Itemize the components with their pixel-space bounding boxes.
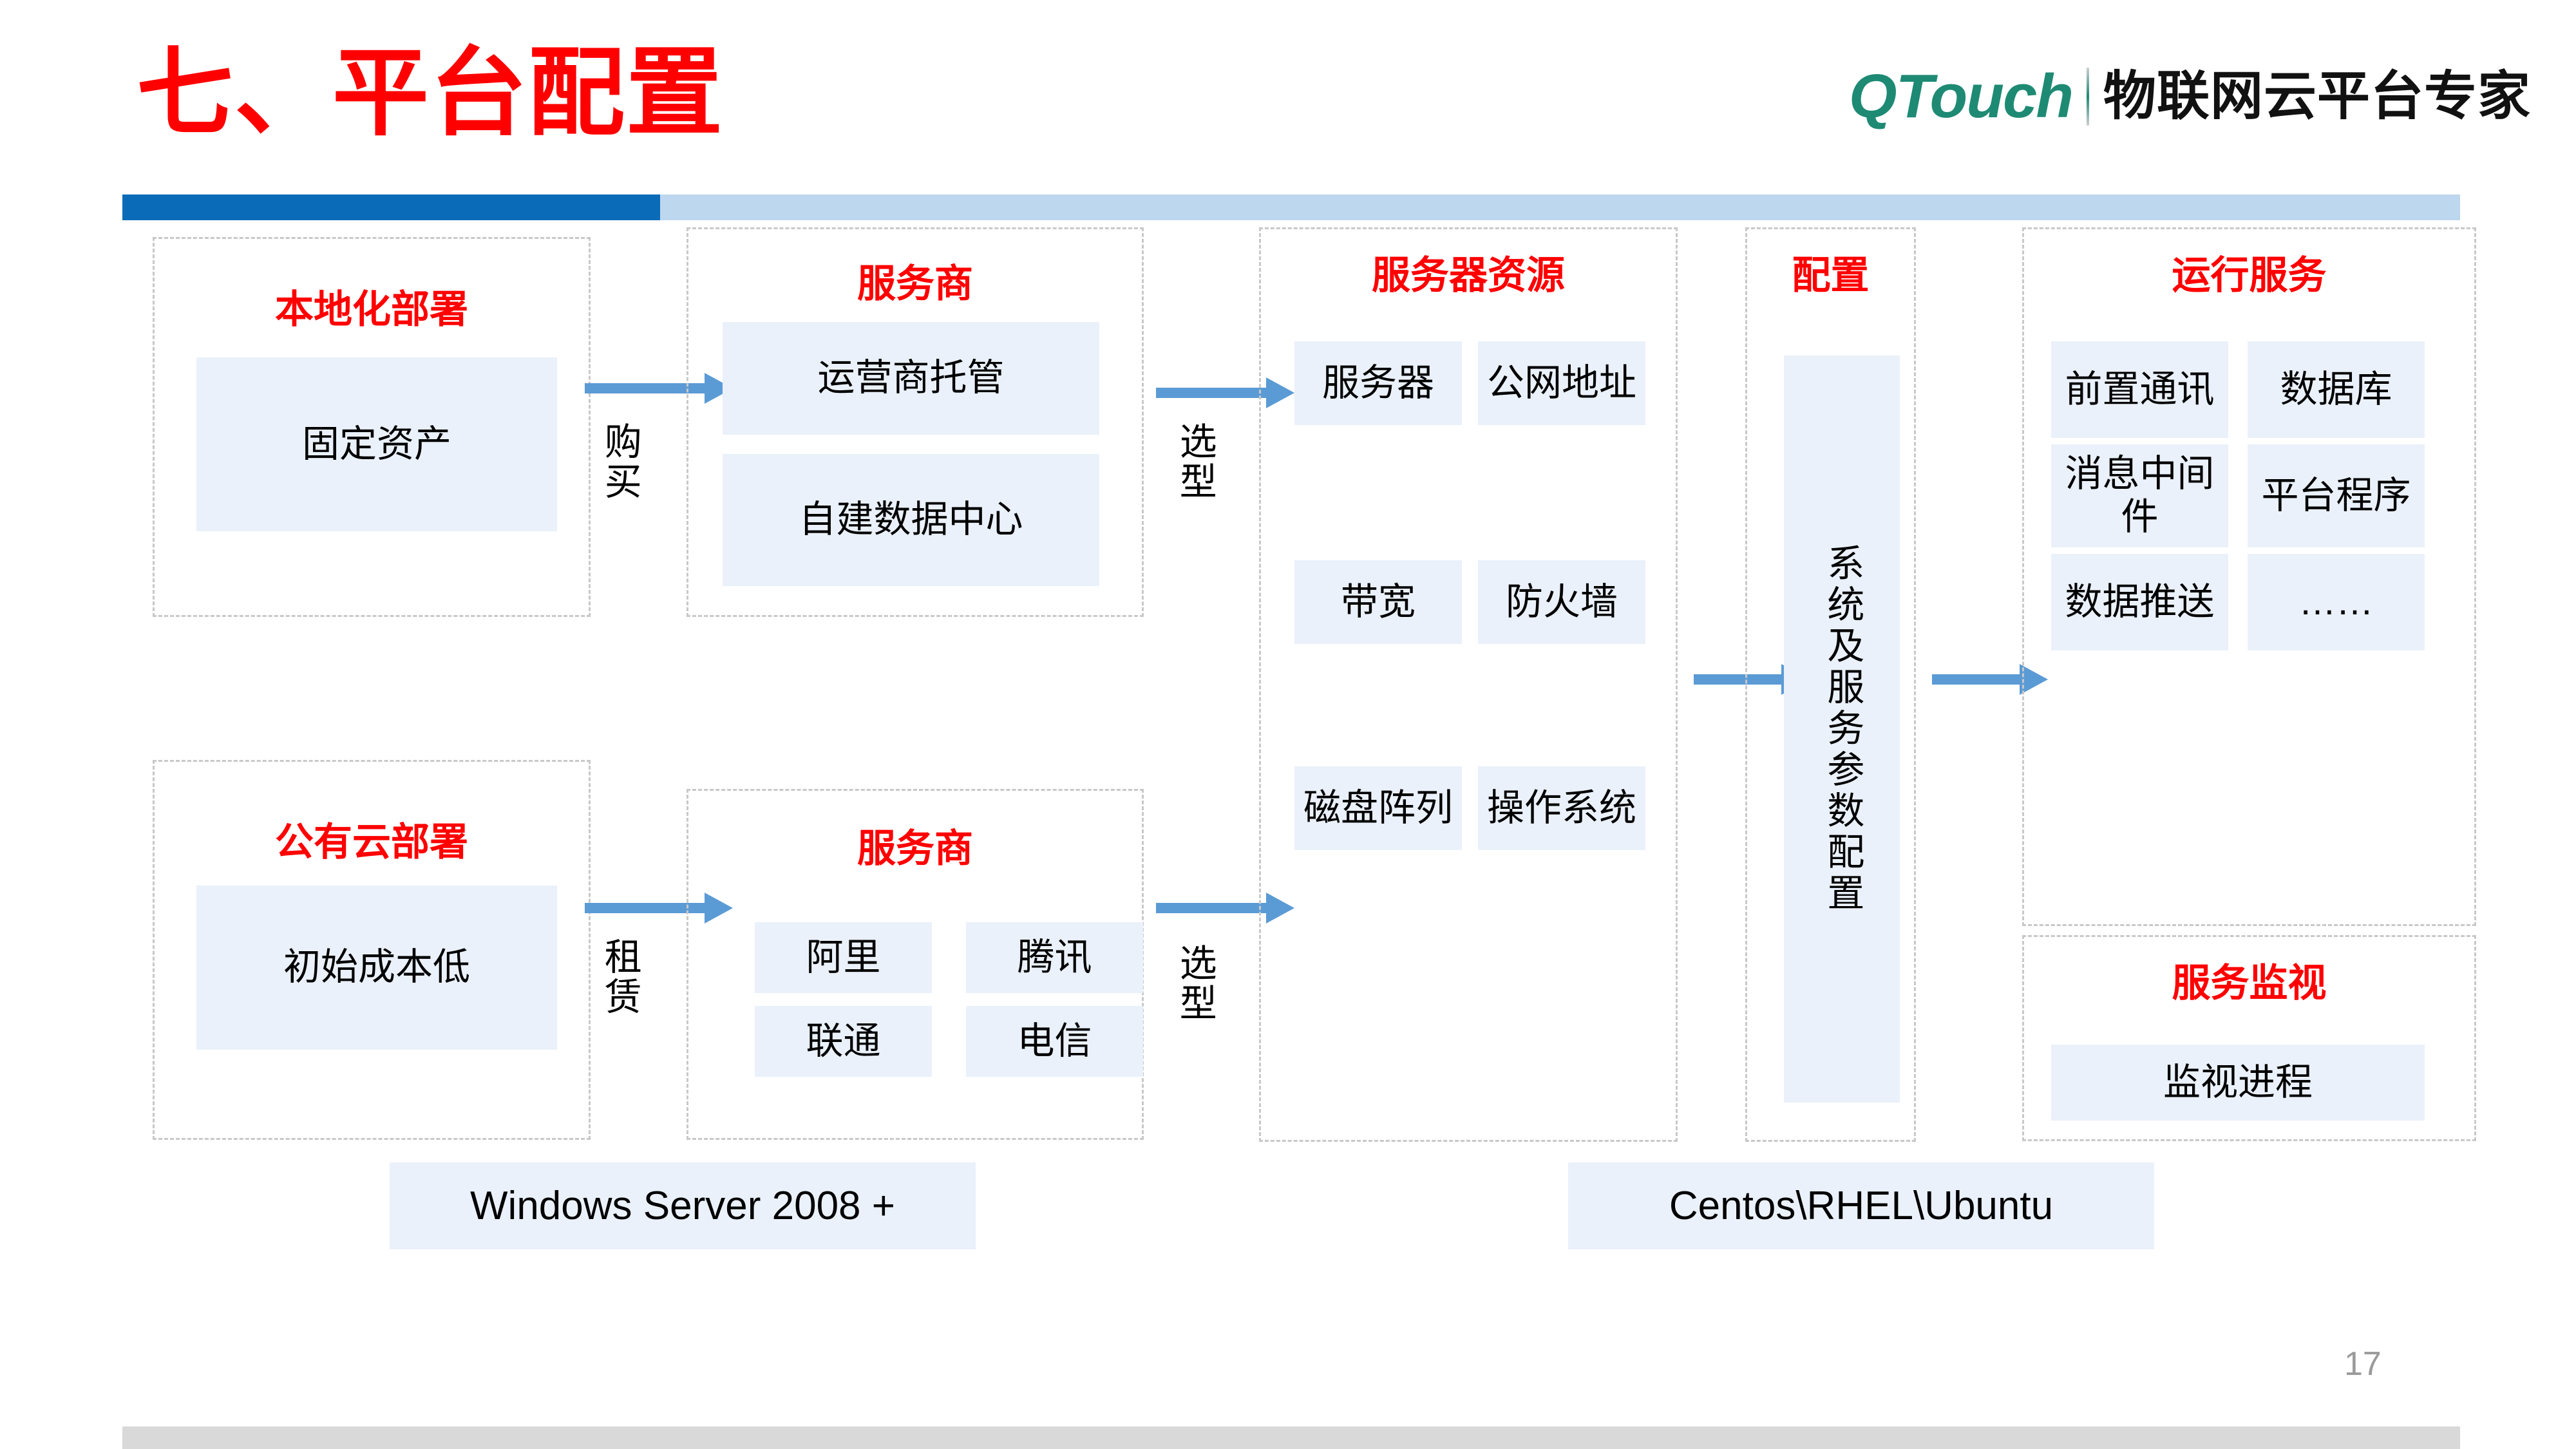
group-server-resource: 服务器资源: [1259, 227, 1678, 1142]
group-title-provider-local: 服务商: [857, 262, 973, 305]
group-config: 配置: [1745, 227, 1916, 1142]
title-accent-bar-dark: [122, 194, 660, 220]
chip-database: 数据库: [2248, 341, 2425, 438]
chip-system-service-params: 系统及服务参数配置: [1784, 355, 1900, 1103]
connector-label-purchase: 购买: [598, 422, 641, 502]
chip-low-initial-cost: 初始成本低: [196, 886, 557, 1050]
arrow-lease: [585, 893, 733, 923]
arrow-select-bottom: [1156, 893, 1294, 923]
group-local-deploy: 本地化部署: [153, 237, 591, 617]
group-title-config: 配置: [1792, 254, 1870, 297]
group-title-runtime-service: 运行服务: [2172, 254, 2327, 297]
connector-label-lease: 租赁: [598, 937, 641, 1017]
chip-fixed-asset: 固定资产: [196, 357, 557, 531]
chip-ellipsis: ……: [2248, 554, 2425, 650]
chip-operator-hosting: 运营商托管: [723, 322, 1099, 435]
chip-front-comm: 前置通讯: [2051, 341, 2228, 438]
group-title-service-monitor: 服务监视: [2172, 961, 2327, 1005]
chip-public-ip: 公网地址: [1478, 341, 1645, 425]
footer-bar: [122, 1426, 2460, 1449]
chip-bandwidth: 带宽: [1294, 560, 1462, 644]
connector-label-select-bottom: 选型: [1173, 943, 1216, 1023]
logo-divider: [2086, 68, 2089, 126]
group-service-monitor: 服务监视: [2022, 935, 2476, 1141]
arrow-select-top: [1156, 377, 1294, 408]
caption-linux-distros: Centos\RHEL\Ubuntu: [1568, 1162, 2154, 1249]
chip-unicom: 联通: [755, 1006, 932, 1077]
chip-message-middleware: 消息中间件: [2051, 444, 2228, 547]
chip-tencent: 腾讯: [966, 922, 1143, 993]
caption-windows-server: Windows Server 2008 +: [390, 1162, 976, 1249]
group-title-local-deploy: 本地化部署: [275, 288, 468, 331]
chip-self-built-dc: 自建数据中心: [723, 454, 1099, 586]
chip-os: 操作系统: [1478, 766, 1645, 850]
chip-aliyun: 阿里: [755, 922, 932, 993]
chip-platform-program: 平台程序: [2248, 444, 2425, 547]
connector-label-select-top: 选型: [1173, 422, 1216, 502]
group-public-cloud: 公有云部署: [153, 760, 591, 1140]
group-title-public-cloud: 公有云部署: [275, 820, 468, 864]
brand-logo: QTouch 物联网云平台专家: [1849, 61, 2531, 132]
logo-slogan: 物联网云平台专家: [2103, 67, 2531, 126]
page-title: 七、平台配置: [137, 39, 724, 147]
slide-number: 17: [2344, 1345, 2382, 1383]
logo-wordmark: QTouch: [1848, 62, 2074, 131]
arrow-to-runtime: [1932, 664, 2048, 695]
group-title-server-resource: 服务器资源: [1372, 254, 1565, 297]
group-provider-local: 服务商: [687, 227, 1144, 617]
group-title-provider-cloud: 服务商: [857, 827, 973, 870]
chip-disk-array: 磁盘阵列: [1294, 766, 1462, 850]
title-accent-bar-light: [660, 194, 2460, 220]
chip-server: 服务器: [1294, 341, 1462, 425]
chip-firewall: 防火墙: [1478, 560, 1645, 644]
chip-monitor-process: 监视进程: [2051, 1045, 2425, 1121]
chip-telecom: 电信: [966, 1006, 1143, 1077]
chip-data-push: 数据推送: [2051, 554, 2228, 650]
group-runtime-service: 运行服务: [2022, 227, 2476, 926]
